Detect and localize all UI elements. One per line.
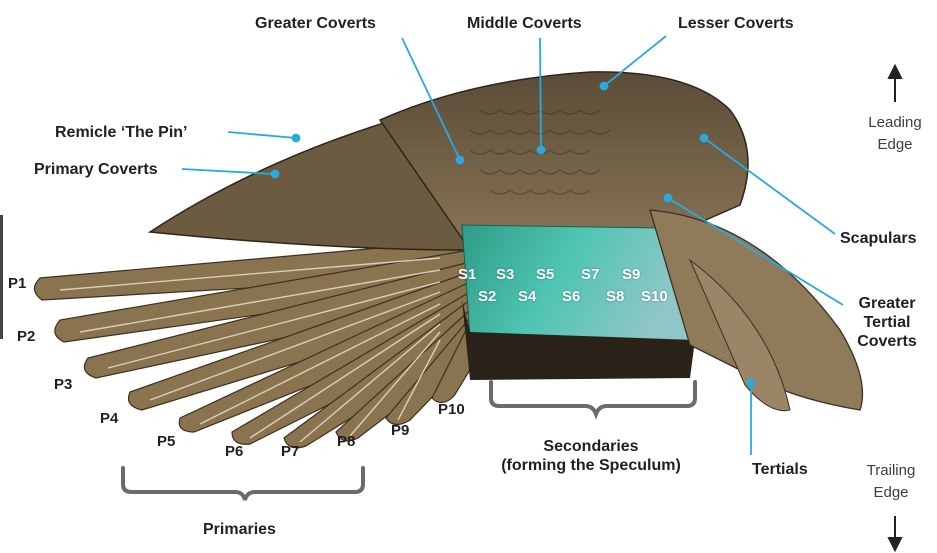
label-gtc-line-3: Coverts	[857, 333, 917, 350]
secondary-label-s7: S7	[581, 266, 600, 283]
trailing-edge-label: Trailing Edge	[851, 460, 931, 504]
brackets	[121, 380, 697, 501]
primary-label-p4: P4	[100, 410, 119, 427]
primary-label-p3: P3	[54, 376, 73, 393]
feather-shafts	[59, 257, 441, 443]
label-remicle: Remicle ‘The Pin’	[55, 124, 188, 141]
trailing-edge-line-2: Edge	[873, 484, 909, 501]
leading-edge-label: Leading Edge	[855, 112, 935, 156]
tertial-feather-inner	[688, 258, 791, 412]
secondary-label-s4: S4	[518, 288, 537, 305]
primary-label-p8: P8	[337, 433, 356, 450]
primary-label-p10: P10	[438, 401, 465, 418]
secondary-label-s3: S3	[496, 266, 515, 283]
leading-edge-line-2: Edge	[877, 136, 913, 153]
label-secondaries-line-1: Secondaries	[543, 438, 639, 455]
label-gtc-line-1: Greater	[858, 295, 916, 312]
trailing-edge-line-1: Trailing	[866, 462, 916, 479]
body-coverts	[378, 71, 749, 251]
label-scapulars: Scapulars	[840, 230, 917, 247]
primary-label-p6: P6	[225, 443, 244, 460]
secondary-label-s2: S2	[478, 288, 497, 305]
label-tertials: Tertials	[752, 461, 808, 478]
label-primaries: Primaries	[203, 521, 276, 538]
primary-label-p5: P5	[157, 433, 176, 450]
label-lesser-coverts: Lesser Coverts	[678, 15, 794, 32]
label-greater-tertial-coverts: Greater Tertial Coverts	[852, 294, 922, 351]
label-middle-coverts: Middle Coverts	[467, 15, 582, 32]
primary-feathers	[33, 239, 477, 449]
leader-lines	[181, 35, 844, 455]
secondary-label-s8: S8	[606, 288, 625, 305]
secondary-label-s10: S10	[641, 288, 668, 305]
label-secondaries: Secondaries (forming the Speculum)	[478, 437, 704, 475]
label-primary-coverts: Primary Coverts	[34, 161, 158, 178]
edge-arrows	[887, 63, 903, 553]
speculum	[461, 224, 691, 346]
primary-label-p1: P1	[8, 275, 27, 292]
primary-label-p2: P2	[17, 328, 36, 345]
leading-edge-line-1: Leading	[868, 114, 922, 131]
primary-label-p9: P9	[391, 422, 410, 439]
left-edge-bar	[0, 215, 3, 339]
secondary-label-s6: S6	[562, 288, 581, 305]
secondary-label-s5: S5	[536, 266, 555, 283]
label-secondaries-line-2: (forming the Speculum)	[501, 457, 681, 474]
tertial-feathers	[649, 209, 864, 411]
secondary-trailing-edge	[462, 300, 695, 380]
primary-label-p7: P7	[281, 443, 300, 460]
secondary-label-s9: S9	[622, 266, 641, 283]
label-gtc-line-2: Tertial	[863, 314, 911, 331]
label-greater-coverts: Greater Coverts	[255, 15, 376, 32]
secondary-label-s1: S1	[458, 266, 477, 283]
